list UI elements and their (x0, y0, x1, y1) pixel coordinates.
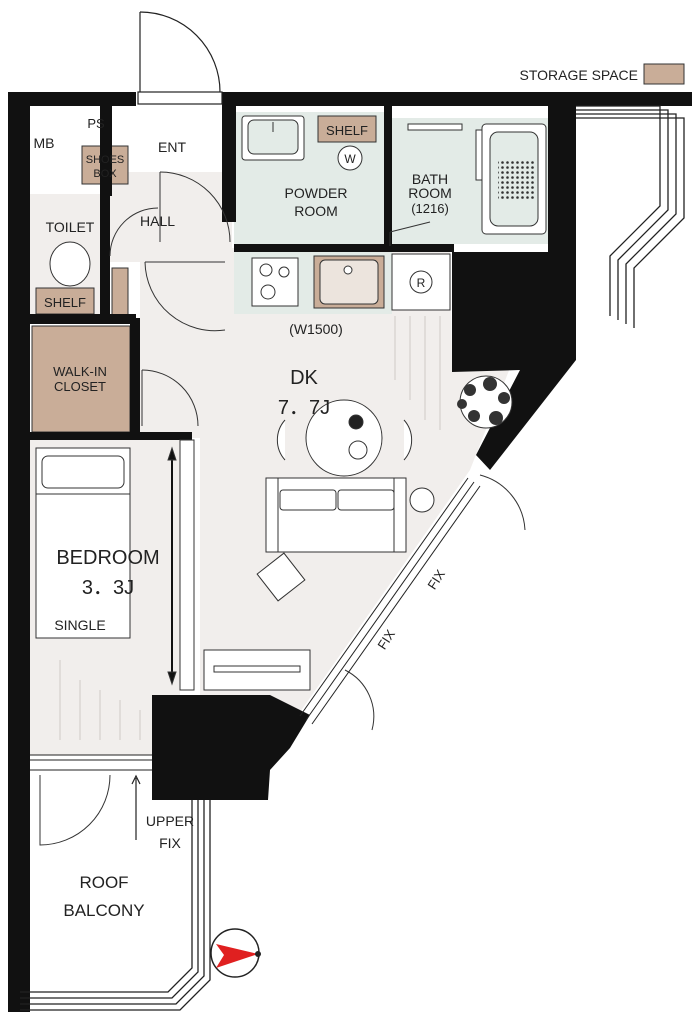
fix-glazing (30, 477, 481, 771)
bedroom-name: BEDROOM (56, 547, 159, 569)
upper-fix-label-1: UPPER (146, 813, 194, 829)
bath-room-size: (1216) (411, 201, 449, 216)
hall-label: HALL (140, 213, 175, 229)
toilet-bowl (49, 241, 91, 287)
balcony-outline (20, 105, 685, 1011)
dk-size: 7．7J (278, 397, 330, 419)
powder-shelf (317, 115, 377, 143)
walk-in-closet-label-2: CLOSET (54, 379, 106, 394)
compass-arrow-icon (216, 944, 258, 968)
floor-hatching (59, 316, 441, 740)
dk-name: DK (290, 367, 318, 389)
upper-fix-arrow (131, 774, 141, 840)
shoes-box-label-2: BOX (93, 168, 117, 180)
umbrella-plant (409, 487, 435, 513)
shoes-box-label-1: SHOES (86, 154, 125, 166)
powder-shelf-label: SHELF (326, 123, 368, 138)
hall-shelf (111, 267, 129, 319)
washer-circle (337, 145, 363, 171)
kitchen-width-label: (W1500) (289, 321, 343, 337)
toilet-label: TOILET (46, 219, 95, 235)
stove (251, 257, 299, 307)
fix-label-1: FIX (424, 567, 448, 592)
bedroom-size: 3．3J (82, 577, 134, 599)
legend-swatch (643, 63, 685, 85)
legend-label: STORAGE SPACE (519, 67, 638, 83)
washer-label: W (344, 152, 356, 166)
bath-room-label-2: ROOM (408, 185, 452, 201)
toilet-shelf (35, 287, 95, 315)
roof-balcony-label-1: ROOF (79, 873, 128, 892)
walk-in-closet-label-1: WALK-IN (53, 364, 107, 379)
upper-fix-label-2: FIX (159, 835, 181, 851)
roof-balcony-label-2: BALCONY (63, 901, 144, 920)
fridge-label: R (417, 276, 426, 290)
labels: STORAGE SPACE MB PS SHOES BOX ENT HALL T… (34, 67, 639, 920)
compass (210, 928, 261, 978)
interior-doors[interactable] (39, 171, 526, 846)
sofa (265, 477, 407, 553)
ent-label: ENT (158, 139, 186, 155)
mb-label: MB (34, 135, 55, 151)
walls (8, 92, 692, 1012)
entrance-door[interactable] (137, 11, 223, 105)
powder-room-label-2: ROOM (294, 203, 338, 219)
fixtures (35, 115, 547, 691)
bed-label: SINGLE (54, 617, 105, 633)
ps-label: PS (87, 116, 105, 131)
bath-room-label-1: BATH (412, 171, 448, 187)
powder-room-label-1: POWDER (285, 185, 348, 201)
toilet-shelf-label: SHELF (44, 295, 86, 310)
side-table (256, 552, 306, 602)
bath-mat (498, 160, 534, 200)
